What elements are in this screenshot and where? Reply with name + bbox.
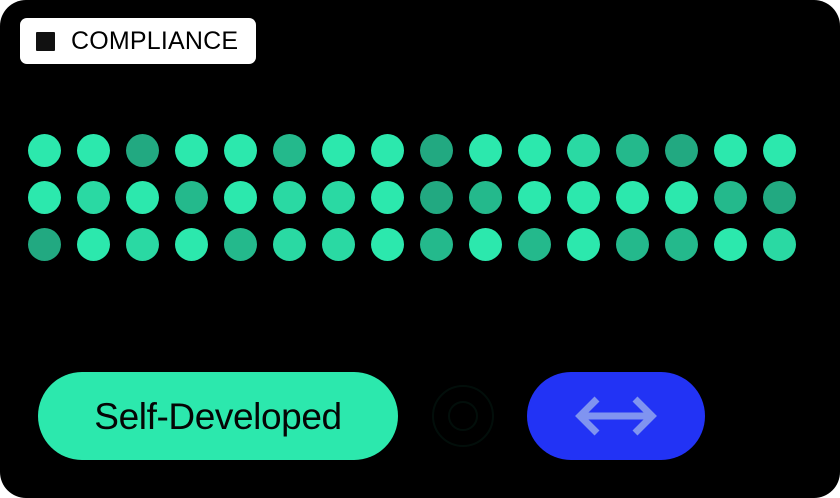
grid-dot — [665, 228, 698, 261]
grid-dot — [420, 228, 453, 261]
grid-dot — [469, 228, 502, 261]
grid-dot — [175, 228, 208, 261]
grid-dot — [518, 181, 551, 214]
dot-grid-row — [28, 181, 812, 214]
grid-dot — [322, 134, 355, 167]
dark-circle-icon[interactable] — [411, 364, 515, 468]
compliance-badge: COMPLIANCE — [20, 18, 257, 64]
grid-dot — [273, 228, 306, 261]
grid-dot — [28, 134, 61, 167]
grid-dot — [77, 228, 110, 261]
dot-grid-row — [28, 228, 812, 261]
bottom-action-row: Self-Developed — [38, 364, 810, 468]
grid-dot — [371, 134, 404, 167]
grid-dot — [28, 181, 61, 214]
grid-dot — [567, 134, 600, 167]
grid-dot — [371, 228, 404, 261]
grid-dot — [469, 181, 502, 214]
grid-dot — [763, 134, 796, 167]
grid-dot — [567, 228, 600, 261]
dot-grid — [28, 134, 812, 261]
grid-dot — [763, 228, 796, 261]
grid-dot — [273, 134, 306, 167]
grid-dot — [28, 228, 61, 261]
grid-dot — [77, 181, 110, 214]
grid-dot — [714, 134, 747, 167]
grid-dot — [420, 134, 453, 167]
grid-dot — [126, 181, 159, 214]
left-right-arrow-icon — [575, 396, 657, 436]
self-developed-pill[interactable]: Self-Developed — [38, 372, 398, 460]
filled-square-icon — [36, 31, 55, 51]
grid-dot — [469, 134, 502, 167]
grid-dot — [371, 181, 404, 214]
grid-dot — [126, 134, 159, 167]
grid-dot — [567, 181, 600, 214]
compliance-badge-label: COMPLIANCE — [71, 26, 239, 55]
self-developed-label: Self-Developed — [94, 395, 342, 437]
grid-dot — [175, 181, 208, 214]
grid-dot — [126, 228, 159, 261]
grid-dot — [763, 181, 796, 214]
grid-dot — [665, 134, 698, 167]
dot-grid-row — [28, 134, 812, 167]
left-right-arrow-button[interactable] — [527, 372, 705, 460]
grid-dot — [224, 181, 257, 214]
grid-dot — [175, 134, 208, 167]
grid-dot — [714, 228, 747, 261]
grid-dot — [518, 134, 551, 167]
grid-dot — [714, 181, 747, 214]
grid-dot — [420, 181, 453, 214]
grid-dot — [77, 134, 110, 167]
grid-dot — [322, 228, 355, 261]
grid-dot — [616, 181, 649, 214]
grid-dot — [322, 181, 355, 214]
grid-dot — [616, 228, 649, 261]
grid-dot — [224, 134, 257, 167]
grid-dot — [224, 228, 257, 261]
grid-dot — [518, 228, 551, 261]
grid-dot — [616, 134, 649, 167]
grid-dot — [665, 181, 698, 214]
grid-dot — [273, 181, 306, 214]
